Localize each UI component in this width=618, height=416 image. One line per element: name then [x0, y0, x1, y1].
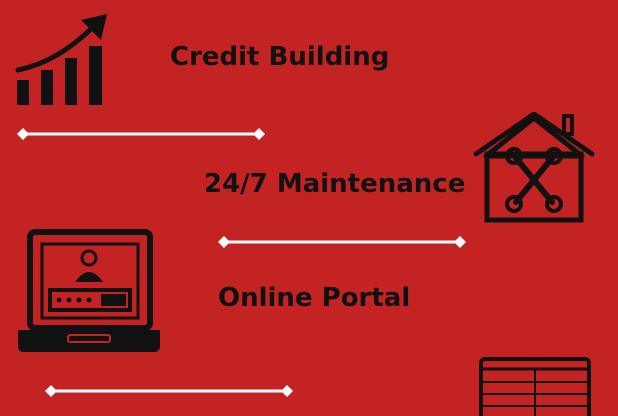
divider-line	[218, 236, 466, 248]
divider-line	[45, 385, 293, 397]
growth-chart-icon	[15, 14, 107, 105]
calendar-icon	[479, 357, 591, 416]
feature-label-maintenance: 24/7 Maintenance	[204, 169, 466, 199]
laptop-login-icon	[18, 229, 160, 352]
divider-line	[17, 128, 265, 140]
feature-label-credit-building: Credit Building	[170, 42, 390, 72]
house-tools-icon	[473, 112, 595, 223]
feature-label-online-portal: Online Portal	[218, 283, 411, 313]
